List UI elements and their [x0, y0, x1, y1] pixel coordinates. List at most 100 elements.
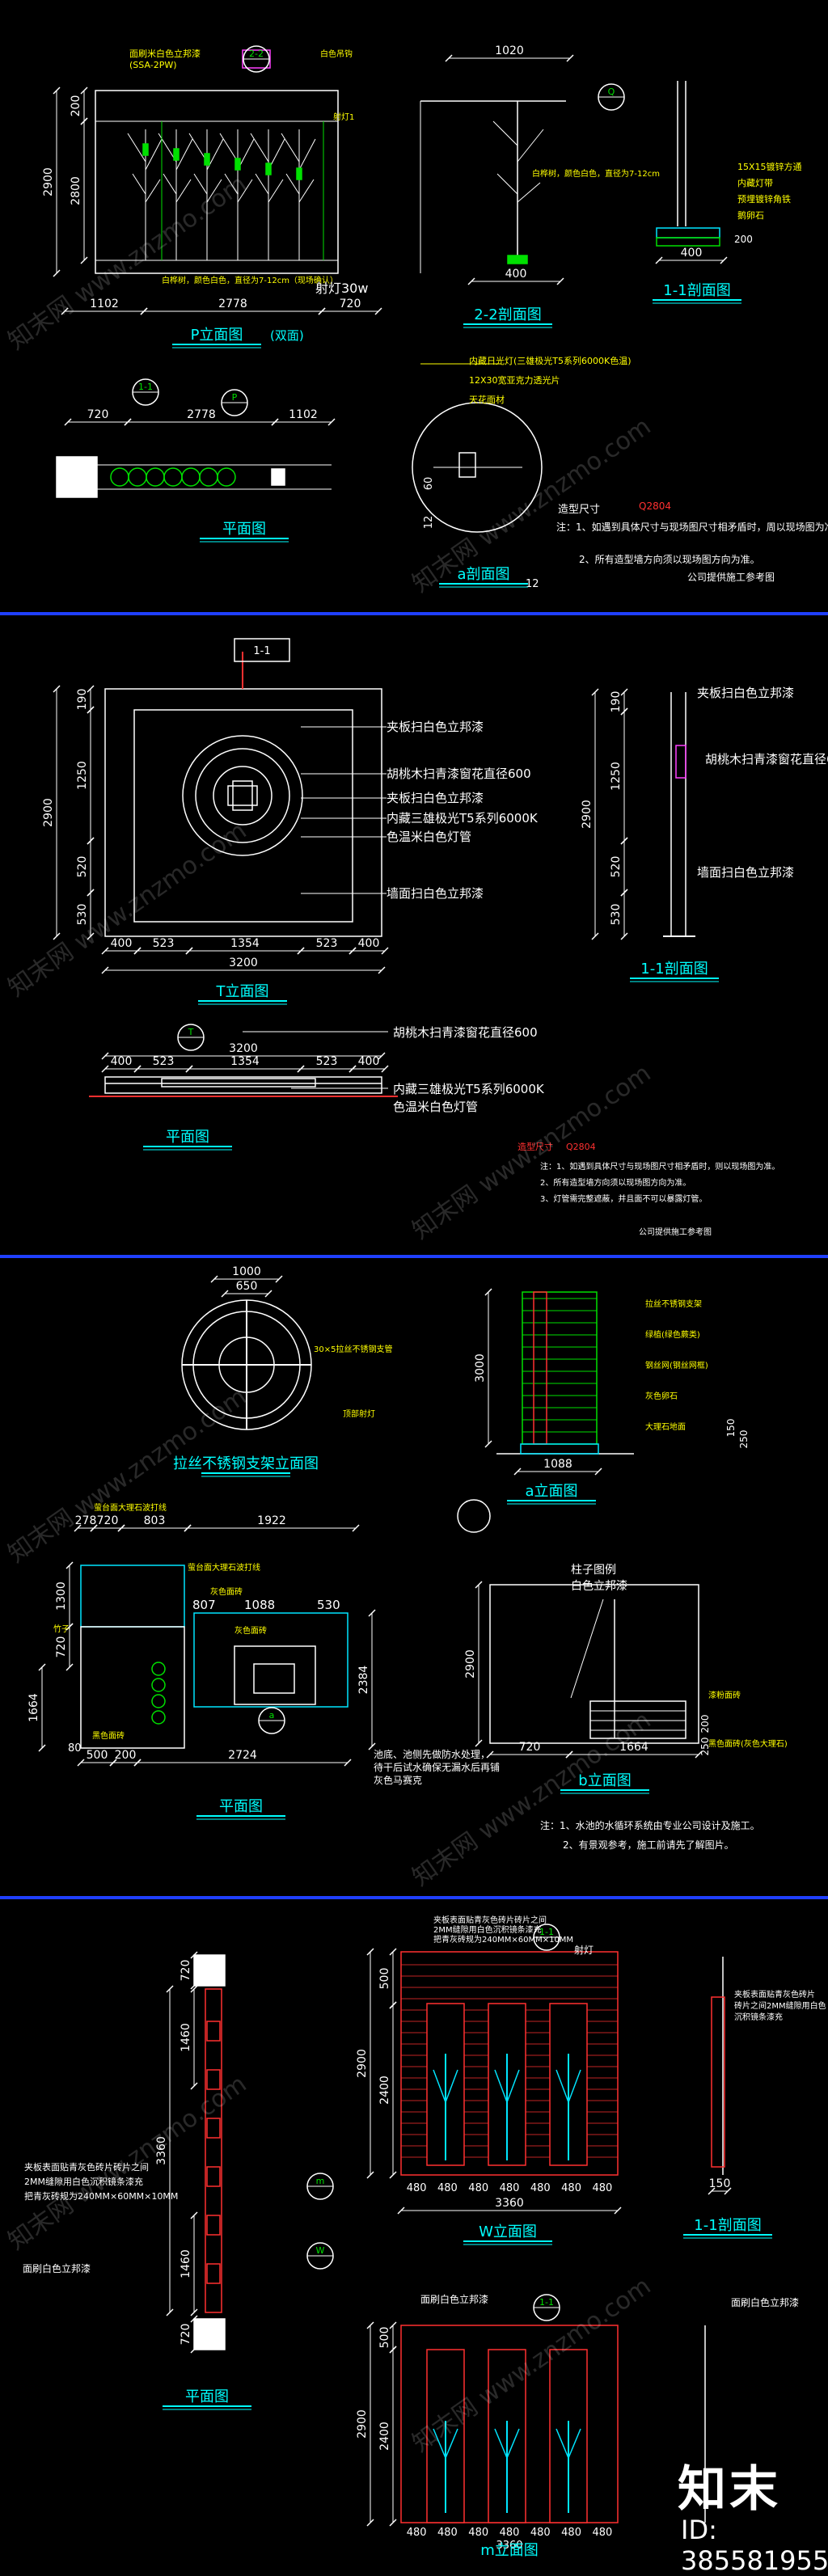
tree-branch	[145, 138, 163, 171]
p-tag-box	[242, 49, 271, 69]
dim-tick	[64, 418, 72, 426]
dim-p-2800: 2800	[70, 176, 82, 205]
dim-m-2900: 2900	[356, 2409, 369, 2439]
dim-tick	[87, 837, 95, 845]
dim-p-200: 200	[70, 95, 82, 117]
dim-a-250: 250	[738, 1430, 750, 1449]
title-2-2: 2-2剖面图	[474, 306, 541, 323]
dim-a-1088: 1088	[543, 1458, 572, 1471]
title-t-1-1: 1-1剖面图	[640, 961, 708, 978]
dim-t11-530: 530	[610, 904, 623, 926]
dim-tick	[366, 1948, 374, 1956]
dim-tick	[271, 418, 279, 426]
dim-tick	[513, 1467, 522, 1476]
p-elevation-frame	[95, 90, 339, 274]
tree-branch	[127, 133, 146, 163]
b-label: 柱子图例	[571, 1564, 616, 1577]
dim-tick	[720, 256, 728, 264]
dim-b-1664: 1664	[619, 1741, 648, 1754]
b-diag	[570, 1598, 604, 1699]
plan4-niche	[206, 2021, 221, 2042]
t-label: 墙面扫白色立邦漆	[387, 886, 484, 901]
dim-tick	[190, 2082, 198, 2090]
dim-t11-190: 190	[610, 691, 623, 713]
note-1: 注：1、如遇到具体尺寸与现场图尺寸相矛盾时，周以现场图为准。	[556, 521, 828, 533]
tree-branch	[281, 133, 300, 163]
dim-1020: 1020	[495, 44, 524, 57]
dim-278: 278	[75, 1514, 97, 1527]
dim-tick	[349, 947, 357, 955]
tag-label: T	[188, 1027, 194, 1037]
s22-base	[507, 255, 528, 264]
dim-tick	[591, 932, 599, 940]
note-uplight: 射灯30w	[315, 281, 368, 296]
tag-label: 1-1	[138, 382, 153, 392]
t-label: 夹板扫白色立邦漆	[387, 791, 484, 805]
dim-plan-1102: 1102	[289, 408, 318, 421]
dim-tick	[381, 1065, 389, 1073]
dim-tick	[620, 932, 628, 940]
dim-plan4-3360: 3360	[155, 2136, 168, 2165]
dim-t-w: 400	[358, 937, 380, 950]
dim-tick	[475, 1739, 483, 1747]
dim-tick	[101, 1065, 109, 1073]
dim-1922: 1922	[257, 1514, 286, 1527]
title-m-elevation: m立面图	[480, 2542, 539, 2558]
dim-a-3000: 3000	[474, 1353, 487, 1383]
tree-branch	[145, 179, 161, 203]
tree-leaf-mark	[234, 158, 241, 171]
dim-t-w: 1354	[230, 937, 260, 950]
w-plant-leaf	[494, 2069, 508, 2103]
t-elevation-inner	[133, 709, 353, 923]
t-note: 3、灯管需完整遮蔽，并且面不可以暴露灯管。	[540, 1193, 707, 1204]
dim-tick	[80, 117, 88, 125]
tree-branch	[219, 133, 239, 163]
dim-tick	[38, 1663, 46, 1671]
plan-pool-note: 池底、池侧先做防水处理，	[374, 1748, 490, 1760]
dim-m-480: 480	[561, 2527, 581, 2539]
note-right: 白色吊钩	[320, 49, 353, 59]
s11-note: 内藏灯带	[737, 177, 773, 188]
tree-branch	[237, 179, 253, 203]
dim-tick	[190, 2315, 198, 2323]
t-plan-label: 色温米白色灯管	[393, 1100, 478, 1114]
plan4-niche	[206, 2166, 221, 2187]
window-outer	[182, 735, 303, 856]
dim-m-480: 480	[468, 2527, 488, 2539]
dim-b-720: 720	[519, 1741, 541, 1754]
dim-w-480: 480	[468, 2182, 488, 2194]
w-note: 2MM缝隙用白色沉积镜条漆充	[433, 1924, 542, 1935]
w-plant-leaf	[568, 2069, 581, 2103]
dim-t-1250: 1250	[76, 761, 89, 790]
dim-tick	[264, 1290, 272, 1298]
s11-note: 鹅卵石	[737, 209, 764, 221]
tag-label: 2-2	[249, 49, 264, 59]
dim-t11-520: 520	[610, 856, 623, 878]
plan-label: 萤台面大理石波打线	[94, 1502, 167, 1513]
t-notes-code: Q2804	[566, 1142, 596, 1152]
separator-3	[0, 1896, 828, 1899]
tree-leaf-mark	[296, 167, 302, 180]
dim-tick	[486, 1750, 494, 1759]
dim-tick	[445, 54, 453, 62]
dim-tick	[389, 2346, 397, 2354]
dim-tick	[140, 307, 148, 315]
plan4-note: 2MM缝隙用白色沉积镜条漆充	[24, 2176, 143, 2187]
t-plan-label: 胡桃木扫青漆窗花直径600	[393, 1025, 538, 1040]
dim-tick	[368, 1742, 376, 1750]
t11-label: 胡桃木扫青漆窗花直径600	[705, 752, 828, 766]
dim-200: 200	[115, 1749, 137, 1762]
dim-w-480: 480	[561, 2182, 581, 2194]
title-a-section: a剖面图	[457, 566, 509, 583]
dim-plan-w: 523	[153, 1055, 175, 1068]
dim-2724: 2724	[228, 1749, 257, 1762]
dim-tick	[374, 307, 382, 315]
dim-tick	[366, 2519, 374, 2527]
w-plant-leaf	[556, 2069, 569, 2103]
w-elev-frame	[400, 1951, 619, 2176]
w11-note: 沉积镜条漆充	[734, 2012, 783, 2022]
title-s3-plan: 平面图	[219, 1798, 263, 1815]
dim-p-2900: 2900	[42, 167, 55, 196]
dim-11-400: 400	[681, 247, 703, 260]
dim-tick	[133, 1065, 142, 1073]
